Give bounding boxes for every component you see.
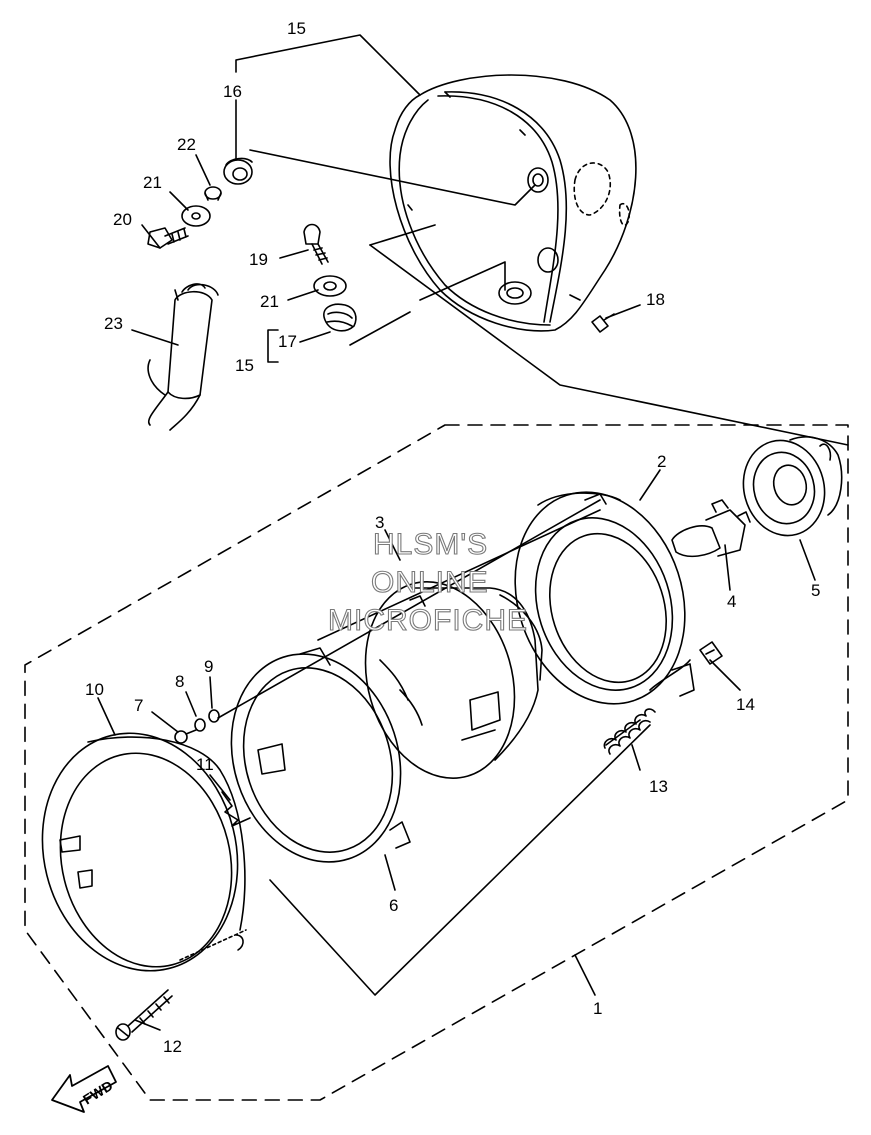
ref-line-ring-to-rim	[217, 499, 601, 719]
part-7-screw	[174, 729, 197, 744]
part-22-collar	[204, 186, 222, 201]
part-19-bolt	[303, 223, 329, 265]
bracket-15-17	[267, 329, 279, 363]
part-11-spring-clip	[221, 791, 251, 827]
callout-14: 14	[736, 695, 755, 714]
part-2-mounting-rim	[514, 491, 695, 705]
part-8-washer	[194, 718, 206, 732]
ref-line-22-label	[195, 154, 211, 186]
part-13-spring	[603, 708, 656, 755]
callout-15-top: 15	[287, 19, 306, 38]
ref-line-21a-label	[169, 191, 189, 211]
ref-line-23-label	[131, 329, 179, 346]
ref-line-10-label	[97, 697, 116, 736]
part-4-bulb	[671, 499, 751, 558]
callout-9: 9	[204, 657, 214, 676]
ref-line-12-label	[134, 1019, 161, 1031]
callout-11: 11	[196, 755, 214, 774]
ref-line-13	[605, 719, 641, 746]
callout-12: 12	[163, 1037, 182, 1056]
part-21-washer-a	[181, 205, 211, 227]
callout-19: 19	[249, 250, 268, 269]
callout-20: 20	[113, 210, 132, 229]
callout-2: 2	[657, 452, 667, 471]
ref-line-6-label	[384, 854, 396, 891]
part-18-screw	[591, 313, 615, 333]
callout-15-side: 15	[235, 356, 254, 375]
ref-line-21b-label	[287, 289, 319, 301]
part-3-lens-unit	[364, 581, 543, 779]
headlight-shell	[389, 74, 637, 332]
ref-line-1-label	[574, 954, 596, 996]
callout-6: 6	[389, 896, 399, 915]
ref-line-shell-to-socket	[369, 244, 849, 446]
ref-line-17-label	[299, 331, 331, 343]
ref-line-19-label	[279, 249, 309, 259]
ref-line-4-label	[724, 544, 731, 591]
assembly-boundary-dashed	[24, 424, 849, 1101]
ref-line-7-label	[151, 711, 179, 733]
watermark-line-1: HLSM'S	[372, 528, 489, 561]
callout-4: 4	[727, 592, 737, 611]
part-23-cable	[147, 283, 219, 431]
part-9-washer	[208, 709, 220, 723]
ref-line-3-label	[384, 529, 401, 561]
watermark-line-3: MICROFICHE	[327, 604, 528, 637]
callout-21-b: 21	[260, 292, 279, 311]
part-21-washer-b	[313, 275, 347, 297]
part-14-clip	[699, 641, 723, 665]
ref-line-14-label	[709, 659, 741, 691]
ref-line-11-label	[209, 774, 231, 801]
callout-13: 13	[649, 777, 668, 796]
callout-5: 5	[811, 581, 821, 600]
part-6-retaining-ring	[230, 647, 411, 863]
ref-line-grommet-to-shell	[249, 149, 536, 206]
ref-line-15-bracket	[235, 34, 421, 96]
ref-line-5-label	[799, 539, 816, 581]
callout-8: 8	[175, 672, 185, 691]
callout-23: 23	[104, 314, 123, 333]
part-5-socket-cover	[742, 436, 843, 537]
part-10-headlight-rim	[41, 732, 247, 972]
ref-line-1-assembly	[269, 724, 651, 996]
part-20-bolt	[147, 227, 189, 249]
ref-line-9-label	[209, 676, 213, 709]
ref-line-13-label	[631, 744, 641, 771]
callout-17: 17	[278, 332, 297, 351]
part-16-grommet	[223, 157, 253, 185]
part-17-grommet	[323, 303, 357, 332]
callout-21-a: 21	[143, 173, 162, 192]
callout-7: 7	[134, 696, 144, 715]
ref-line-8-label	[185, 691, 197, 717]
callout-10: 10	[85, 680, 104, 699]
callout-3: 3	[375, 513, 385, 532]
part-12-long-screw	[115, 989, 173, 1041]
ref-line-2-label	[639, 469, 661, 501]
ref-line-ring-to-lens	[317, 509, 601, 641]
callout-16: 16	[223, 82, 242, 101]
watermark-line-2: ONLINE	[370, 566, 489, 599]
fwd-arrow-icon	[51, 1065, 117, 1113]
callout-22: 22	[177, 135, 196, 154]
callout-18: 18	[646, 290, 665, 309]
ref-line-20-label	[141, 224, 161, 249]
callout-1: 1	[593, 999, 603, 1018]
